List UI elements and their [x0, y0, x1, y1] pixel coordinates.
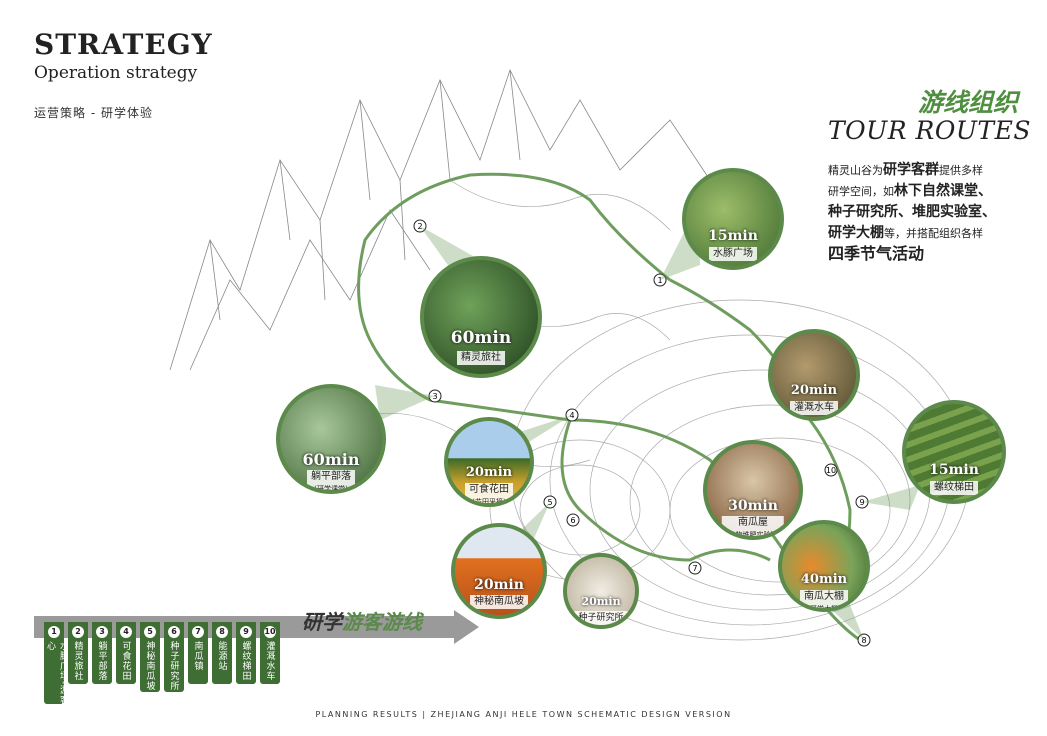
spot-pumpkin-greenhouse[interactable]: 40min 南瓜大棚 (研学大棚): [778, 520, 870, 612]
stop-9-label: 9: [859, 498, 864, 507]
spot-pumpkin-house[interactable]: 30min 南瓜屋 (植物堆肥实验室): [703, 440, 803, 540]
spot-time: 20min: [465, 465, 513, 480]
stop-2-label: 2: [417, 222, 422, 231]
desc-line2a: 研学空间，如: [828, 185, 894, 198]
chinese-subtitle: 运营策略 - 研学体验: [34, 106, 153, 120]
spot-time: 30min: [728, 498, 778, 514]
stop-1-label: 1: [657, 276, 662, 285]
legend-number: 3: [96, 626, 108, 638]
desc-line4b: 等，并搭配组织各样: [884, 227, 983, 240]
legend-number: 10: [264, 626, 276, 638]
legend-text: 躺平部落: [96, 641, 107, 681]
legend-number: 1: [48, 626, 60, 638]
stop-5-label: 5: [547, 498, 552, 507]
footer-caption: PLANNING RESULTS | ZHEJIANG ANJI HELE TO…: [315, 710, 732, 719]
page-subtitle: Operation strategy: [34, 63, 198, 83]
spot-capybara-plaza[interactable]: 15min 水豚广场: [682, 168, 784, 270]
legend-text: 可食花田: [120, 641, 131, 681]
spot-time: 60min: [302, 450, 360, 469]
spot-elf-hostel[interactable]: 60min 精灵旅社: [420, 256, 542, 378]
stop-3-label: 3: [432, 392, 437, 401]
legend-item: 10 灌溉水车: [260, 622, 280, 684]
legend-number: 5: [144, 626, 156, 638]
spot-label-main: 南瓜屋: [738, 517, 768, 528]
legend-number: 7: [192, 626, 204, 638]
desc-line1b: 研学客群: [883, 162, 939, 178]
spot-label: 灌溉水车: [790, 401, 838, 415]
spot-label-main: 躺平部落: [311, 471, 351, 482]
desc-line4a: 研学大棚: [828, 225, 884, 241]
stop-7-label: 7: [692, 564, 697, 573]
legend-item: 5 神秘南瓜坡: [140, 622, 160, 692]
stop-4-label: 4: [569, 411, 574, 420]
page-title: STRATEGY: [34, 28, 213, 61]
spot-seed-institute[interactable]: 20min 种子研究所: [563, 553, 639, 629]
spot-label: 南瓜大棚 (研学大棚): [800, 590, 848, 612]
legend-item: 1 水豚广场-游客中心: [44, 622, 68, 715]
legend-number: 4: [120, 626, 132, 638]
spot-label: 神秘南瓜坡: [470, 595, 528, 609]
spot-lying-tribe[interactable]: 60min 躺平部落 (研学课堂): [276, 384, 386, 494]
desc-line3: 种子研究所、堆肥实验室、: [828, 204, 996, 220]
spot-label: 可食花田 (花田采摘): [465, 483, 513, 506]
spot-label-note: (研学课堂): [314, 485, 348, 493]
legend-text: 螺纹梯田: [240, 641, 251, 681]
spot-time: 60min: [450, 328, 512, 348]
legend-number: 9: [240, 626, 252, 638]
spot-label-note: (花田采摘): [472, 498, 506, 506]
desc-line5: 四季节气活动: [828, 244, 925, 263]
spot-edible-flower-field[interactable]: 20min 可食花田 (花田采摘): [444, 417, 534, 507]
legend-text: 神秘南瓜坡: [144, 641, 155, 691]
stop-8-label: 8: [861, 636, 866, 645]
routes-description: 精灵山谷为研学客群提供多样 研学空间，如林下自然课堂、 种子研究所、堆肥实验室、…: [828, 160, 1033, 264]
legend-item: 6 种子研究所: [164, 622, 184, 692]
legend-text: 水豚广场-游客中心: [45, 641, 68, 716]
legend-text: 能源站: [216, 641, 227, 671]
legend-item: 9 螺纹梯田: [236, 622, 256, 684]
legend-title: 研学游客游线: [302, 606, 422, 635]
legend-item: 4 可食花田: [116, 622, 136, 684]
legend-number: 6: [168, 626, 180, 638]
spot-irrigation-waterwheel[interactable]: 20min 灌溉水车: [768, 329, 860, 421]
desc-line1a: 精灵山谷为: [828, 164, 883, 177]
legend-text: 精灵旅社: [72, 641, 83, 681]
spot-time: 40min: [800, 572, 848, 587]
routes-title-en: TOUR ROUTES: [828, 116, 1031, 145]
spot-label: 种子研究所: [574, 611, 628, 625]
spot-time: 15min: [929, 462, 979, 478]
legend-title-b: 游客游线: [342, 610, 422, 634]
legend-number: 8: [216, 626, 228, 638]
legend-text: 南瓜镇: [192, 641, 203, 671]
legend-item: 8 能源站: [212, 622, 232, 684]
stop-10-label: 10: [826, 466, 836, 475]
spot-label: 精灵旅社: [457, 351, 505, 365]
legend-item: 3 躺平部落: [92, 622, 112, 684]
spot-time: 20min: [790, 383, 838, 398]
mountain-sketch: [169, 68, 711, 371]
spot-label-main: 南瓜大棚: [804, 591, 844, 602]
spot-spiral-terrace[interactable]: 15min 螺纹梯田: [902, 400, 1006, 504]
legend-item: 2 精灵旅社: [68, 622, 88, 684]
spot-time: 20min: [581, 595, 621, 608]
legend-title-a: 研学: [302, 610, 342, 634]
spot-label-note: (研学大棚): [807, 605, 841, 612]
spot-label: 躺平部落 (研学课堂): [307, 470, 355, 493]
desc-line2b: 林下自然课堂、: [894, 183, 992, 199]
spot-time: 15min: [708, 228, 758, 244]
routes-title-cn: 游线组织: [918, 88, 1019, 117]
spot-time: 20min: [474, 577, 524, 593]
spot-label: 螺纹梯田: [930, 481, 978, 495]
desc-line1c: 提供多样: [939, 164, 983, 177]
spot-label-note: (植物堆肥实验室): [725, 531, 781, 539]
legend-text: 种子研究所: [168, 641, 179, 691]
spot-label: 南瓜屋 (植物堆肥实验室): [721, 516, 785, 539]
legend-text: 灌溉水车: [264, 641, 275, 681]
legend-number: 2: [72, 626, 84, 638]
spot-label: 水豚广场: [709, 247, 757, 261]
legend-item: 7 南瓜镇: [188, 622, 208, 684]
stop-6-label: 6: [570, 516, 575, 525]
route-stops: 1 2 3 4 5 6 7 8 9 10: [413, 219, 871, 647]
spot-label-main: 可食花田: [469, 484, 509, 495]
spot-mysterious-pumpkin-slope[interactable]: 20min 神秘南瓜坡: [451, 523, 547, 619]
